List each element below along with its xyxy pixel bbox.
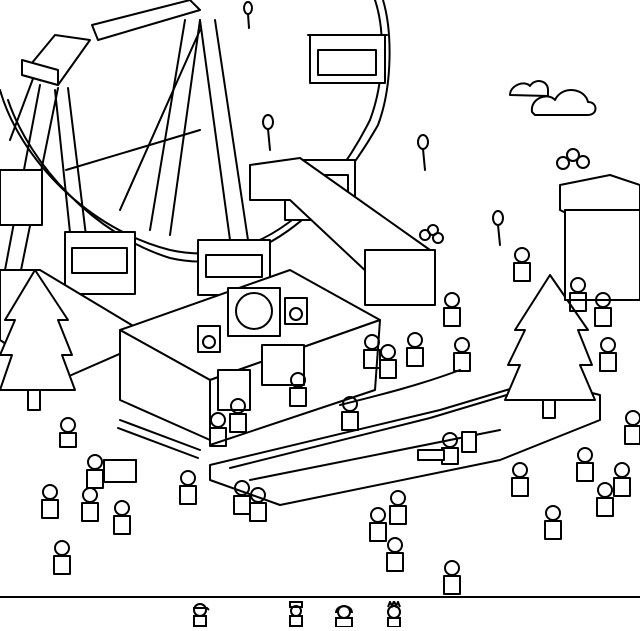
props bbox=[103, 431, 477, 483]
gondola-left bbox=[64, 231, 136, 295]
find-targets-bar: person-cap-icon person-hat-icon person-h… bbox=[0, 596, 640, 628]
tree-left bbox=[0, 269, 76, 411]
rope-fence bbox=[339, 369, 461, 406]
target-person-spiky[interactable]: person-spiky-icon bbox=[380, 598, 408, 628]
balloons bbox=[243, 1, 590, 246]
planter-hedges bbox=[209, 379, 601, 506]
clouds bbox=[509, 80, 597, 116]
target-person-hair[interactable]: person-hair-icon bbox=[330, 601, 358, 628]
control-booth bbox=[117, 269, 381, 459]
tree-right bbox=[504, 274, 596, 419]
gondola-top bbox=[307, 34, 388, 84]
gondola-low bbox=[197, 239, 271, 296]
side-stall bbox=[559, 174, 640, 301]
crowd bbox=[41, 247, 640, 595]
target-person-hat[interactable]: person-hat-icon bbox=[282, 601, 310, 627]
gondola-far-left bbox=[0, 169, 43, 226]
target-person-cap[interactable]: person-cap-icon bbox=[186, 601, 214, 627]
game-scene[interactable] bbox=[0, 0, 640, 596]
